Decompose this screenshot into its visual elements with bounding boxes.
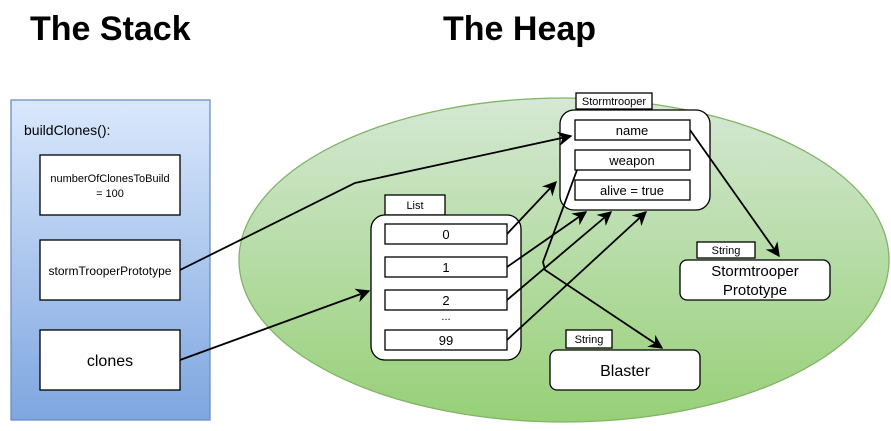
var-count-label-1: numberOfClonesToBuild [50, 173, 169, 185]
stormtrooper-tag [575, 92, 653, 110]
var-count-label-2: = 100 [96, 188, 124, 200]
var-prototype-label: stormTrooperPrototype [49, 264, 172, 278]
string-name-tag-label: String [712, 245, 741, 257]
string-weapon-object [549, 349, 701, 391]
stormtrooper-tag-label: Stormtrooper [582, 96, 647, 108]
var-prototype-box [39, 239, 181, 301]
var-clones-box [39, 329, 181, 391]
list-item-0-label: 0 [442, 227, 449, 242]
field-alive-label: alive = true [600, 183, 664, 198]
ref-item-1-to-stormtrooper [506, 211, 588, 268]
stack-frame-label: buildClones(): [24, 122, 110, 138]
var-clones-label: clones [87, 353, 133, 370]
ref-name-to-string [689, 129, 780, 258]
list-item-2-label: 2 [442, 293, 449, 308]
ref-weapon-to-blaster [542, 169, 664, 349]
list-item-99-label: 99 [439, 333, 453, 348]
field-name-label: name [616, 123, 649, 138]
string-name-tag [696, 241, 756, 259]
heap-title: The Heap [443, 10, 596, 48]
string-weapon-tag [565, 329, 613, 349]
string-weapon-tag-label: String [575, 334, 604, 346]
ref-item-2-to-stormtrooper [506, 211, 613, 301]
ref-clones-to-list [179, 288, 371, 361]
field-alive [574, 179, 691, 201]
string-name-line-1: Stormtrooper [711, 263, 799, 280]
list-tag-label: List [406, 200, 423, 212]
stack-title: The Stack [30, 10, 191, 48]
var-count-box [39, 154, 181, 216]
string-weapon-label: Blaster [600, 363, 650, 380]
list-ellipsis: ... [441, 311, 450, 323]
field-weapon-label: weapon [608, 153, 655, 168]
string-name-line-2: Prototype [723, 282, 787, 299]
ref-item-0-to-stormtrooper [506, 180, 557, 235]
ref-item-99-to-stormtrooper [506, 211, 648, 341]
ref-prototype-to-stormtrooper [179, 131, 573, 271]
field-weapon [574, 149, 691, 171]
list-item-1-label: 1 [442, 260, 449, 275]
string-name-object [679, 259, 831, 301]
